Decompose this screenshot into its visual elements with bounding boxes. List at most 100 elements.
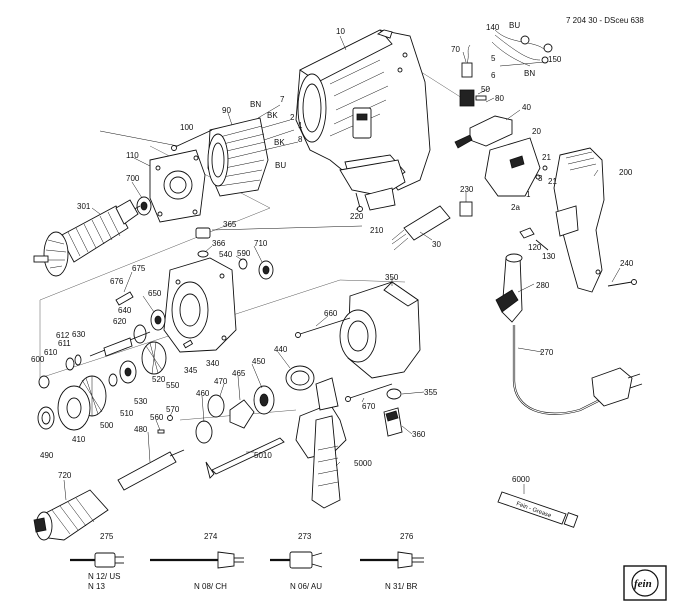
label-600: 600 xyxy=(31,355,45,364)
label-700: 700 xyxy=(126,174,140,183)
fein-logo: fein xyxy=(623,565,667,601)
document-reference: 7 204 30 - DSceu 638 xyxy=(566,16,644,25)
label-230: 230 xyxy=(460,185,474,194)
label-360: 360 xyxy=(412,430,426,439)
label-530: 530 xyxy=(134,397,148,406)
washer-490 xyxy=(37,406,55,430)
label-640: 640 xyxy=(118,306,132,315)
label-590: 590 xyxy=(237,249,251,258)
depth-lock-360 xyxy=(383,407,403,437)
label-710: 710 xyxy=(254,239,268,248)
gear-housing xyxy=(163,227,237,353)
plug-274-line1: N 08/ CH xyxy=(194,582,227,591)
plug-275 xyxy=(70,552,124,568)
plug-273 xyxy=(270,551,323,569)
screw-676 xyxy=(115,291,134,306)
label-490: 490 xyxy=(40,451,54,460)
ring-460 xyxy=(195,420,213,444)
leader-lines xyxy=(63,35,621,501)
label-21: 21 xyxy=(542,153,551,162)
label-5: 5 xyxy=(491,54,496,63)
label-301: 301 xyxy=(77,202,91,211)
bearing-450 xyxy=(253,385,275,415)
label-612: 612 xyxy=(56,331,70,340)
label-220: 220 xyxy=(350,212,364,221)
bearing-650 xyxy=(150,309,166,331)
label-470: 470 xyxy=(214,377,228,386)
baffle-cover xyxy=(339,159,406,211)
bearing-700 xyxy=(136,196,152,216)
label-200: 200 xyxy=(619,168,633,177)
label-350: 350 xyxy=(385,273,399,282)
label-560: 560 xyxy=(150,413,164,422)
washer-465 xyxy=(229,399,255,429)
label-5010: 5010 xyxy=(254,451,272,460)
label-676: 676 xyxy=(110,277,124,286)
ring-530 xyxy=(108,373,118,387)
wire-label-bk-2: BK xyxy=(274,138,285,147)
pin-560 xyxy=(157,429,165,434)
bearing-plate xyxy=(149,149,206,223)
spring-590 xyxy=(238,258,248,270)
label-675: 675 xyxy=(132,264,146,273)
plug-275-number: 275 xyxy=(100,532,114,541)
label-550: 550 xyxy=(166,381,180,390)
switch-40 xyxy=(454,115,513,149)
clamp-120 xyxy=(519,227,535,239)
cable-guard xyxy=(495,253,523,323)
screw-220 xyxy=(355,192,363,212)
label-570: 570 xyxy=(166,405,180,414)
label-130: 130 xyxy=(542,252,556,261)
plug-276 xyxy=(360,551,424,569)
gear-410 xyxy=(57,385,91,431)
ball-570 xyxy=(167,415,173,421)
switch-20 xyxy=(484,137,548,197)
plug-labels: 275 N 12/ US N 13 274 N 08/ CH 273 N 06/… xyxy=(88,532,418,591)
label-1b: 1 xyxy=(298,121,303,130)
brush-holder xyxy=(459,89,487,107)
screw-130 xyxy=(535,239,549,251)
label-100: 100 xyxy=(180,123,194,132)
label-21b: 21 xyxy=(548,177,557,186)
label-270: 270 xyxy=(540,348,554,357)
capacitor-30 xyxy=(391,205,451,251)
field-coil xyxy=(207,117,269,197)
label-30: 30 xyxy=(432,240,441,249)
label-6000: 6000 xyxy=(512,475,530,484)
cable-leads-upper xyxy=(491,29,553,67)
label-80: 80 xyxy=(495,94,504,103)
label-460: 460 xyxy=(196,389,210,398)
label-240: 240 xyxy=(620,259,634,268)
gear-550 xyxy=(141,341,167,375)
label-465: 465 xyxy=(232,369,246,378)
screw-100 xyxy=(171,129,213,151)
label-345: 345 xyxy=(184,366,198,375)
screw-670 xyxy=(345,383,393,402)
power-cable xyxy=(512,325,643,415)
ring-366 xyxy=(197,250,209,258)
label-150: 150 xyxy=(548,55,562,64)
label-670: 670 xyxy=(362,402,376,411)
screw-660 xyxy=(295,317,351,338)
label-611: 611 xyxy=(58,339,71,348)
label-510: 510 xyxy=(120,409,134,418)
label-50: 50 xyxy=(481,85,490,94)
bearing-710 xyxy=(258,260,274,280)
handle-shell xyxy=(553,147,605,293)
plug-273-line1: N 06/ AU xyxy=(290,582,322,591)
label-660: 660 xyxy=(324,309,338,318)
label-620: 620 xyxy=(113,317,127,326)
wire-color-labels: BN BK BK BU BU BN xyxy=(250,21,535,170)
label-110: 110 xyxy=(126,151,139,160)
pin-345 xyxy=(182,339,194,349)
label-1: 1 xyxy=(526,190,531,199)
label-140: 140 xyxy=(486,23,500,32)
label-650: 650 xyxy=(148,289,162,298)
label-280: 280 xyxy=(536,281,550,290)
label-20: 20 xyxy=(532,127,541,136)
clip-230 xyxy=(459,201,473,217)
plug-274-number: 274 xyxy=(204,532,218,541)
label-6: 6 xyxy=(491,71,496,80)
